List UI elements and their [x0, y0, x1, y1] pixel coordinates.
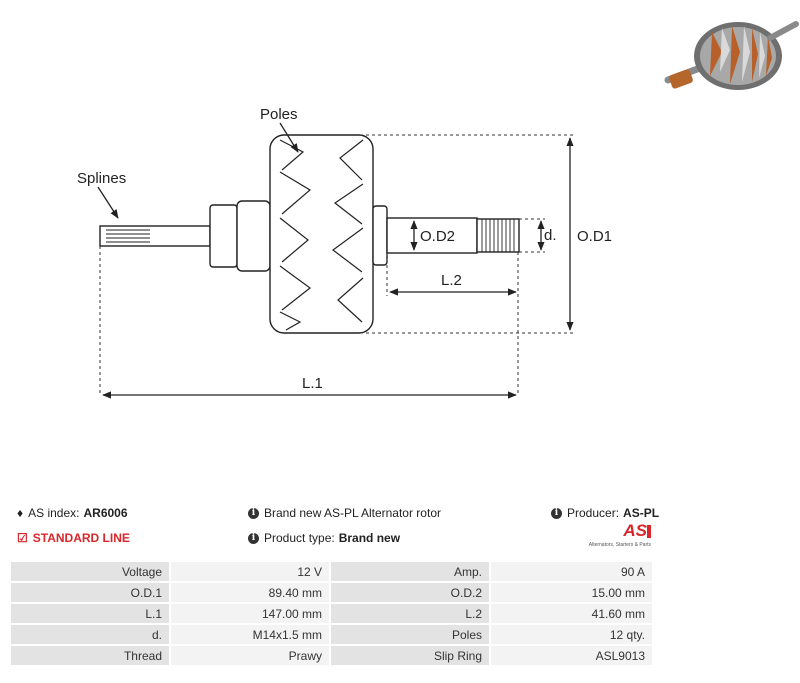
slip-ring-shaft	[386, 217, 478, 254]
producer-value: AS-PL	[623, 506, 660, 520]
spec-key: L.1	[9, 602, 171, 625]
od2-label: O.D2	[420, 228, 455, 245]
l1-label: L.1	[302, 375, 323, 392]
guide-lines	[99, 134, 575, 395]
tag-icon: ♦	[17, 506, 24, 520]
od1-label: O.D1	[577, 228, 612, 245]
spec-key: d.	[9, 623, 171, 646]
as-index: ♦ AS index: AR6006	[17, 506, 128, 520]
spline-lines	[106, 229, 150, 243]
poles-leader	[279, 122, 299, 153]
as-index-value: AR6006	[83, 506, 128, 520]
d-label: d.	[544, 227, 557, 244]
standard-line: ☑ STANDARD LINE	[17, 531, 130, 545]
rotor-product-photo	[660, 2, 800, 110]
spec-value: M14x1.5 mm	[169, 623, 331, 646]
spec-value: Prawy	[169, 644, 331, 667]
thread-lines	[481, 219, 515, 252]
l2-label: L.2	[441, 272, 462, 289]
spec-value: 89.40 mm	[169, 581, 331, 604]
spec-key: Amp.	[329, 560, 491, 583]
product-type: i Product type: Brand new	[248, 531, 400, 545]
spec-value: 12 V	[169, 560, 331, 583]
standard-line-label: STANDARD LINE	[32, 531, 130, 545]
spec-value: 90 A	[489, 560, 654, 583]
info-icon: i	[248, 507, 259, 519]
spline-shaft	[99, 225, 211, 247]
left-collar	[209, 204, 238, 268]
logo-tagline: Alternators, Starters & Parts	[588, 542, 651, 548]
claw-poles	[279, 139, 364, 331]
spec-value: 147.00 mm	[169, 602, 331, 625]
spec-value: 41.60 mm	[489, 602, 654, 625]
pole-body	[269, 134, 374, 334]
splines-label: Splines	[77, 170, 126, 187]
rotor-technical-drawing: Poles Splines O.D1 O.D2 d. L.2 L.1	[77, 106, 612, 399]
dimension-arrows	[97, 122, 574, 399]
producer: i Producer: AS-PL	[551, 506, 659, 520]
spec-key: Voltage	[9, 560, 171, 583]
as-index-label: AS index:	[28, 506, 80, 520]
spec-key: Poles	[329, 623, 491, 646]
product-type-value: Brand new	[338, 531, 401, 545]
spec-value: ASL9013	[489, 644, 654, 667]
spec-key: O.D.1	[9, 581, 171, 604]
logo-mark: AS	[623, 521, 647, 540]
spec-value: 15.00 mm	[489, 581, 654, 604]
splines-leader	[97, 186, 119, 219]
logo-bar	[647, 525, 651, 538]
spec-key: L.2	[329, 602, 491, 625]
spec-value: 12 qty.	[489, 623, 654, 646]
product-type-label: Product type:	[264, 531, 335, 545]
producer-label: Producer:	[567, 506, 620, 520]
check-square-icon: ☑	[17, 531, 28, 545]
spec-key: Thread	[9, 644, 171, 667]
rotor-outline	[99, 134, 520, 334]
info-icon: i	[551, 507, 562, 519]
product-description: i Brand new AS-PL Alternator rotor	[248, 506, 441, 520]
as-pl-logo: AS Alternators, Starters & Parts	[585, 522, 651, 552]
right-collar	[372, 205, 388, 266]
description-text: Brand new AS-PL Alternator rotor	[264, 506, 441, 520]
poles-label: Poles	[260, 106, 298, 123]
left-hub	[236, 200, 271, 272]
spec-key: Slip Ring	[329, 644, 491, 667]
info-icon: i	[248, 532, 259, 544]
spec-key: O.D.2	[329, 581, 491, 604]
